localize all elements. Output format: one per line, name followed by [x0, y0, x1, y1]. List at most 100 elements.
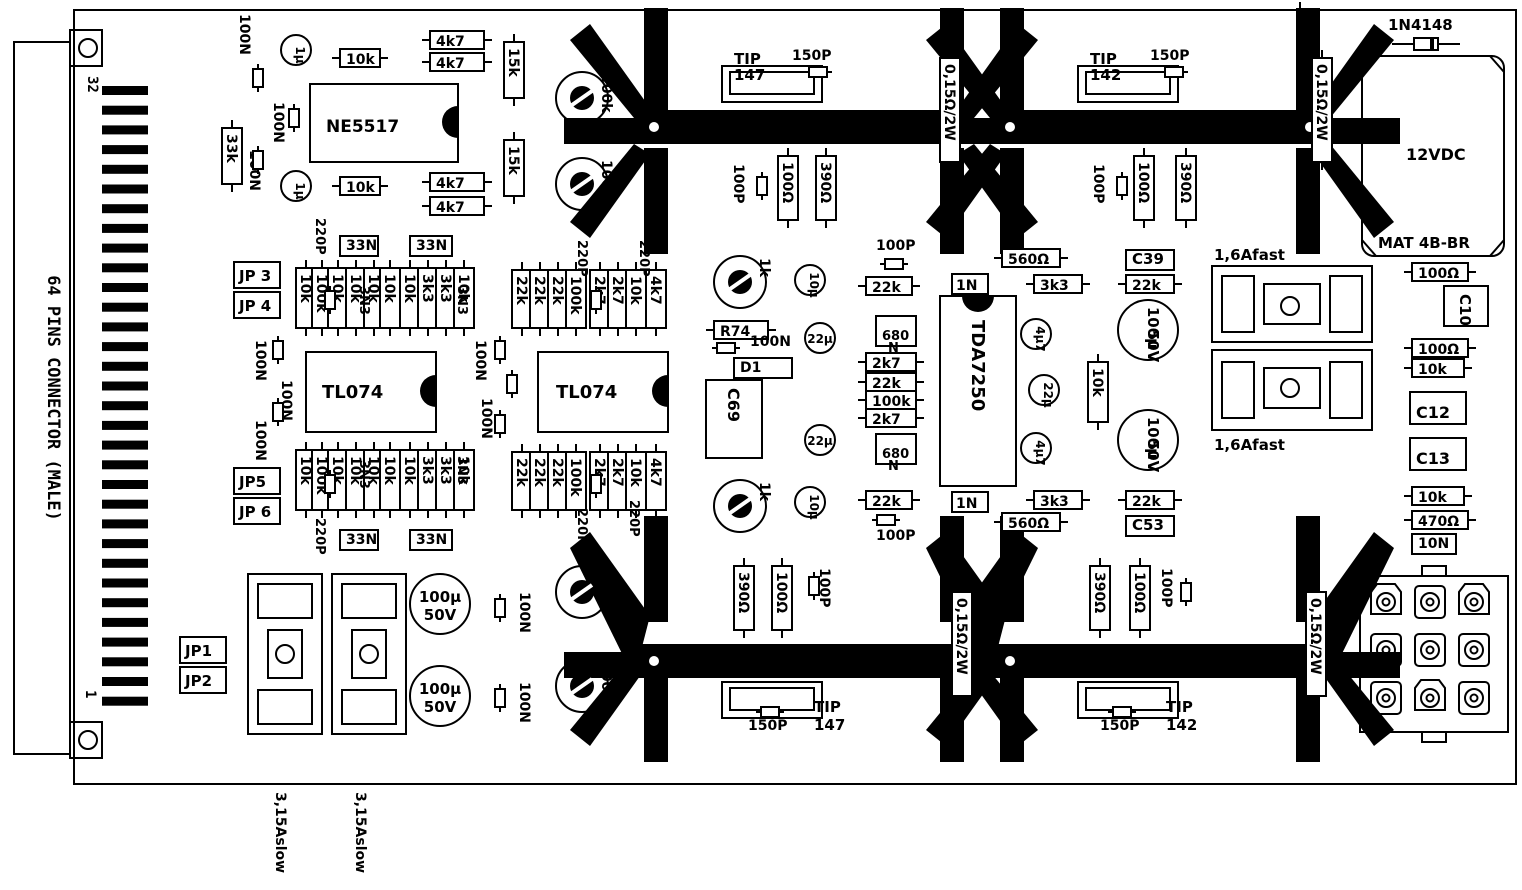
trimmer-label: 1k	[756, 258, 772, 278]
heatsink-bar	[634, 110, 974, 144]
cap-body	[494, 414, 506, 434]
resistor-label: 10k	[401, 456, 417, 485]
resistor: 560Ω	[994, 248, 1068, 268]
component-box: 680	[875, 315, 917, 347]
resistor-label: 100Ω	[779, 162, 795, 203]
resistor-body	[645, 451, 667, 511]
tip147-bot-name: TIP	[814, 698, 841, 716]
cap-outline	[794, 486, 826, 518]
resistor-label: 100k	[567, 276, 583, 315]
resistor-label: 390Ω	[735, 572, 751, 613]
cap-body	[324, 474, 336, 494]
component-box: C39	[1125, 249, 1175, 271]
relay-voltage: 12VDC	[1406, 145, 1466, 164]
resistor-label: 22k	[549, 458, 565, 487]
heatsink-fin	[1000, 516, 1024, 622]
component-box: 33N	[339, 235, 379, 257]
cap-value: 4µ7	[1033, 440, 1047, 466]
resistor: 100Ω	[1133, 148, 1155, 228]
component-outline	[409, 235, 453, 257]
resistor: 4k7	[422, 172, 492, 192]
small-cap	[272, 336, 284, 364]
small-cap	[324, 286, 336, 314]
resistor: 3k3	[435, 442, 457, 518]
ic-tda7250: TDA7250 1N 1N	[939, 273, 1017, 513]
resistor-label: 22k	[549, 276, 565, 305]
resistor: 10k	[453, 442, 475, 518]
resistor: 22k	[547, 262, 569, 336]
connector-finger	[102, 460, 148, 470]
component-outline	[1443, 285, 1489, 327]
trimmer: 100k	[555, 157, 614, 211]
component-label: 33N	[346, 532, 377, 548]
resistor-label: 3k3	[419, 274, 435, 303]
resistor-label: 100k	[872, 394, 911, 410]
trimmer-ring	[555, 565, 609, 619]
small-cap	[590, 470, 602, 498]
connector-finger	[102, 86, 148, 95]
resistor-label: 4k7	[436, 34, 465, 50]
resistor-label: 10k	[347, 274, 363, 303]
pin-center	[1381, 597, 1391, 607]
component-label: 100P	[876, 238, 915, 254]
resistor-label: 560Ω	[1008, 252, 1049, 268]
tip147-top-num: 147	[734, 66, 765, 84]
resistor: 10k	[453, 260, 475, 336]
resistor: 390Ω	[1175, 148, 1197, 228]
resistor: 10k	[379, 260, 401, 336]
resistor: 4k7	[422, 196, 492, 216]
resistor-label: 22k	[1132, 278, 1161, 294]
component-outline	[705, 379, 763, 459]
resistor-label: 100k	[567, 458, 583, 497]
tantalum-cap: 4µ7	[1020, 432, 1052, 466]
resistor-body	[1175, 155, 1197, 221]
small-cap	[756, 172, 768, 200]
connector-finger	[102, 342, 148, 352]
power-pin	[1370, 681, 1402, 715]
cap-body	[876, 514, 896, 526]
component-outline	[875, 315, 917, 347]
small-cap	[1180, 578, 1192, 606]
resistor: 15k	[503, 132, 525, 204]
resistor-label: 100Ω	[1418, 266, 1459, 282]
resistor-body	[429, 52, 485, 72]
component-label: C69	[724, 388, 743, 422]
fuse-holder-fast-1	[1211, 265, 1373, 343]
heatsink-fin	[644, 148, 668, 254]
resistor-body	[1001, 512, 1061, 532]
resistor: 10k	[332, 176, 388, 196]
heatsink-fin	[570, 24, 650, 118]
connector-finger	[102, 637, 148, 647]
tip142-bot-name: TIP	[1166, 698, 1193, 716]
resistor: 10k	[332, 48, 388, 68]
component-outline	[1411, 533, 1457, 555]
resistor-label: 22k	[513, 458, 529, 487]
fuse-holder-slow-2	[331, 573, 407, 735]
cap-value: 100µ	[419, 588, 461, 606]
cap-voltage: 50V	[1144, 440, 1162, 473]
pin-center	[1469, 597, 1479, 607]
cap-outline	[280, 34, 312, 66]
trimmer: 1k	[713, 255, 772, 309]
component-label: 150P	[1150, 48, 1189, 64]
component-label: 3N3	[356, 286, 371, 315]
resistor-body	[1305, 591, 1327, 697]
diode-1n4148: 1N4148	[1388, 16, 1460, 51]
resistor: 10k	[1404, 358, 1472, 378]
resistor: 10k	[625, 262, 647, 336]
resistor-label: 22k	[872, 376, 901, 392]
resistor-label: 10k	[1089, 368, 1105, 397]
cap-body	[716, 342, 736, 354]
fuse-slow-label-2: 3,15Aslow	[352, 792, 368, 873]
connector-finger	[102, 499, 148, 509]
small-cap	[288, 104, 300, 132]
resistor: 560Ω	[994, 512, 1068, 532]
resistor: 2k7	[607, 444, 629, 518]
resistor-body	[429, 30, 485, 50]
resistor-label: 3k3	[437, 274, 453, 303]
resistor-label: 4k7	[436, 200, 465, 216]
connector-label: 64 PINS CONNECTOR (MALE)	[43, 275, 63, 521]
heatsink-bottom-right	[920, 516, 1400, 762]
resistor: 22k	[529, 444, 551, 518]
fuse-fast-label-1: 1,6Afast	[1214, 246, 1285, 264]
